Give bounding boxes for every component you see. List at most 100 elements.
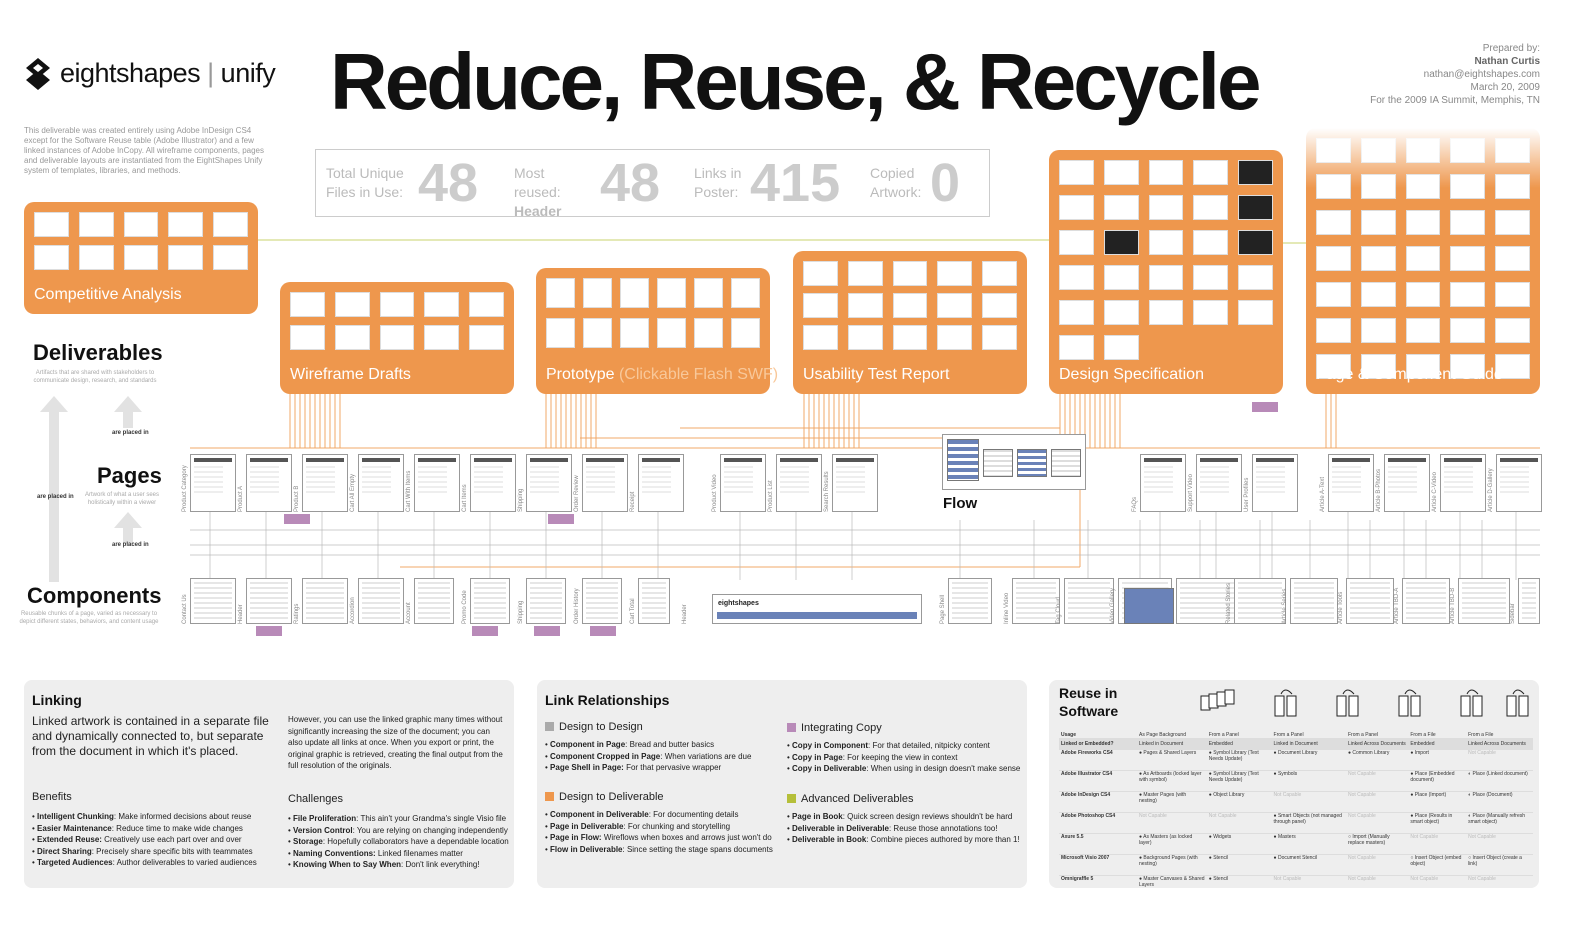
page-label: Cart With Items	[406, 470, 412, 512]
component-label: Sidebar	[1510, 603, 1516, 624]
component-thumbnail[interactable]	[190, 578, 236, 624]
page-label: Product List	[768, 480, 774, 512]
component-thumbnail[interactable]	[302, 578, 348, 624]
page-thumbnail[interactable]	[638, 454, 684, 512]
brand-name: eightshapes | unify	[60, 58, 276, 88]
component-thumbnail[interactable]	[358, 578, 404, 624]
photo-gallery-component[interactable]	[1124, 588, 1174, 624]
group-advanced-deliverables: Advanced Deliverables • Page in Book: Qu…	[787, 793, 1020, 844]
group-integrating-copy: Integrating Copy • Copy in Component: Fo…	[787, 722, 1021, 773]
page-label: Article D-Gallery	[1488, 468, 1494, 512]
deliverable-label: Page & Component Guide	[1316, 366, 1503, 383]
page-thumbnail[interactable]	[470, 454, 516, 512]
page-thumbnail[interactable]	[1440, 454, 1486, 512]
group-design-to-deliverable: Design to Deliverable • Component in Del…	[545, 791, 773, 854]
component-thumbnail[interactable]	[1012, 578, 1060, 624]
copy-tag	[1252, 402, 1278, 412]
deliverable-usability-test-report[interactable]: Usability Test Report	[793, 251, 1027, 394]
page-thumbnail[interactable]	[190, 454, 236, 512]
page-label: FAQs	[1132, 496, 1138, 512]
author-email[interactable]: nathan@eightshapes.com	[1423, 69, 1540, 80]
copy-tag	[256, 626, 282, 636]
page-thumbnail[interactable]	[302, 454, 348, 512]
page-thumbnail[interactable]	[1496, 454, 1542, 512]
challenges-title: Challenges	[288, 793, 344, 805]
gray-swatch-icon	[545, 722, 554, 731]
copy-tag	[534, 626, 560, 636]
component-thumbnail[interactable]	[1402, 578, 1450, 624]
page-thumbnail[interactable]	[414, 454, 460, 512]
page-thumbnail[interactable]	[720, 454, 766, 512]
page-label: User Profiles	[1244, 477, 1250, 512]
table-row: Adobe Illustrator CS4● As Artboards (loc…	[1059, 770, 1533, 792]
component-thumbnail[interactable]	[582, 578, 622, 624]
page-thumbnail[interactable]	[776, 454, 822, 512]
component-label: Ratings	[294, 603, 300, 624]
page-thumbnail[interactable]	[358, 454, 404, 512]
header-component[interactable]: eightshapes	[712, 594, 922, 624]
component-label: Header	[238, 604, 244, 624]
copy-tag	[472, 626, 498, 636]
page-thumbnail[interactable]	[1384, 454, 1430, 512]
page-thumbnail[interactable]	[1140, 454, 1186, 512]
flow-diagram[interactable]	[942, 434, 1086, 490]
page-thumbnail[interactable]	[1196, 454, 1242, 512]
component-thumbnail[interactable]	[1176, 578, 1238, 624]
component-thumbnail[interactable]	[246, 578, 292, 624]
thumbnail-grid	[290, 292, 504, 350]
deliverable-competitive-analysis[interactable]: Competitive Analysis	[24, 202, 258, 314]
copy-tag	[548, 514, 574, 524]
deliverable-design-specification[interactable]: Design Specification	[1049, 150, 1283, 394]
group-design-to-design: Design to Design • Component in Page: Br…	[545, 721, 752, 772]
page-label: Cart All Empty	[350, 473, 356, 512]
copy-tag	[590, 626, 616, 636]
deliverable-prototype[interactable]: Prototype (Clickable Flash SWF)	[536, 268, 778, 394]
page-title: Reduce, Reuse, & Recycle	[330, 37, 1261, 126]
component-label: Header	[682, 604, 688, 624]
linking-body-2: However, you can use the linked graphic …	[288, 715, 503, 770]
component-thumbnail[interactable]	[1234, 578, 1286, 624]
deliverable-wireframe-drafts[interactable]: Wireframe Drafts	[280, 282, 514, 394]
page-thumbnail[interactable]	[582, 454, 628, 512]
page-thumbnail[interactable]	[526, 454, 572, 512]
page-label: Article B-Photos	[1376, 468, 1382, 512]
component-thumbnail[interactable]	[526, 578, 566, 624]
page-label: Article C-Video	[1432, 472, 1438, 512]
deliverable-label: Competitive Analysis	[34, 286, 182, 303]
component-label: Inline Video	[1004, 592, 1010, 624]
benefits-title: Benefits	[32, 791, 72, 803]
component-thumbnail[interactable]	[414, 578, 454, 624]
component-thumbnail[interactable]	[1518, 578, 1540, 624]
placed-in-label: are placed in	[37, 494, 74, 500]
page-label: Product B	[294, 485, 300, 512]
thumbnail-grid	[546, 278, 760, 348]
table-row: Microsoft Visio 2007● Background Pages (…	[1059, 854, 1533, 876]
page-thumbnail[interactable]	[1252, 454, 1298, 512]
component-thumbnail[interactable]	[1458, 578, 1510, 624]
purple-swatch-icon	[787, 723, 796, 732]
eightshapes-logo-icon	[26, 58, 50, 90]
page-label: Order Review	[574, 475, 580, 512]
page-label: Cart Items	[462, 484, 468, 512]
page-label: Product Category	[182, 465, 188, 512]
intro-text: This deliverable was created entirely us…	[24, 126, 264, 175]
brand-logo: eightshapes | unify	[24, 56, 276, 96]
page-thumbnail[interactable]	[246, 454, 292, 512]
component-thumbnail[interactable]	[638, 578, 670, 624]
component-thumbnail[interactable]	[1064, 578, 1114, 624]
page-thumbnail[interactable]	[832, 454, 878, 512]
component-label: Tag Cloud	[1056, 596, 1062, 624]
component-thumbnail[interactable]	[1346, 578, 1394, 624]
component-thumbnail[interactable]	[470, 578, 510, 624]
component-label: Order History	[574, 588, 580, 624]
page-thumbnail[interactable]	[1328, 454, 1374, 512]
deliverable-label: Design Specification	[1059, 366, 1204, 383]
component-thumbnail[interactable]	[1290, 578, 1338, 624]
component-thumbnail[interactable]	[948, 578, 992, 624]
